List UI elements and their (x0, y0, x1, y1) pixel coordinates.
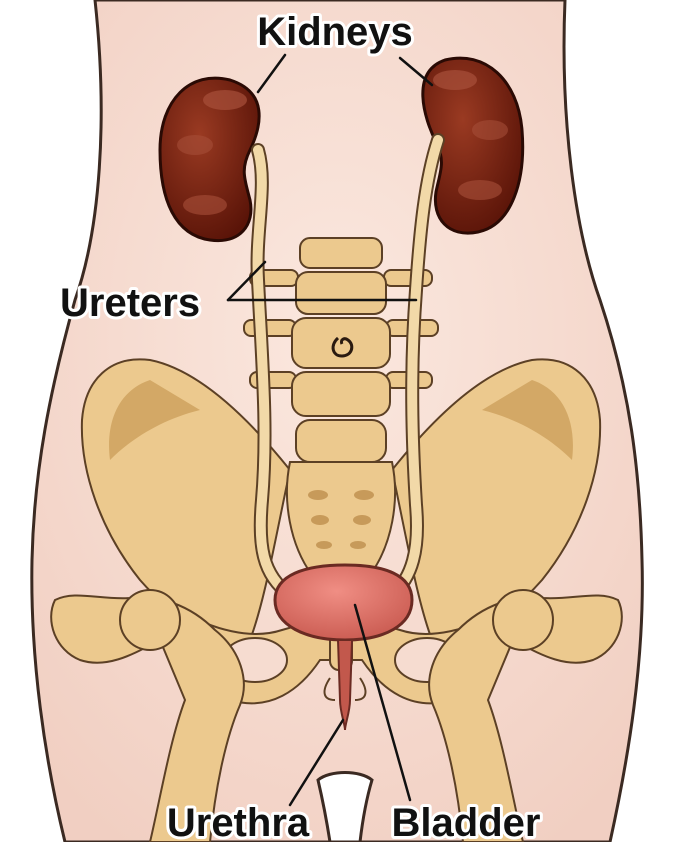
bladder-organ (275, 565, 412, 640)
bladder-label: Bladder (392, 801, 541, 842)
kidneys-label: Kidneys (257, 10, 413, 54)
urethra-label: Urethra (167, 801, 310, 842)
ureters-label: Ureters (60, 281, 200, 325)
